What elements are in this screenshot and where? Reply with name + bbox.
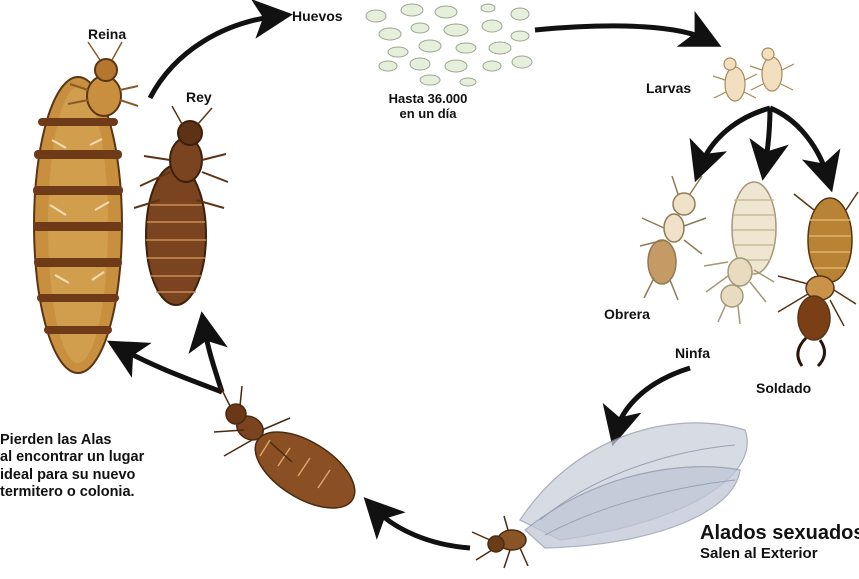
- pierden-line-1: Pierden las Alas: [0, 432, 112, 448]
- alados-line-2: Salen al Exterior: [700, 545, 818, 562]
- label-reina: Reina: [88, 26, 127, 42]
- arrow-queen-to-eggs: [147, 0, 293, 100]
- arrow-alates-to-dealate: [363, 497, 471, 551]
- label-rey: Rey: [186, 89, 212, 105]
- huevos-note-line-2: en un día: [399, 105, 457, 121]
- dealate-termite-illustration: [213, 385, 356, 509]
- arrow-larvae-to-nymph: [749, 107, 789, 181]
- alados-line-1: Alados sexuados: [700, 522, 859, 544]
- arrow-dealate-to-king: [188, 311, 228, 393]
- label-huevos-note: Hasta 36.000 en un día: [376, 91, 480, 122]
- worker-termite-illustration: [639, 175, 707, 301]
- eggs-cluster: [365, 3, 533, 87]
- queen-termite-illustration: [33, 41, 139, 374]
- label-larvas: Larvas: [646, 80, 692, 96]
- label-pierden-alas: Pierden las Alas al encontrar un lugar i…: [0, 432, 215, 502]
- larvae-illustration: [712, 47, 795, 102]
- label-soldado: Soldado: [756, 380, 812, 396]
- label-huevos: Huevos: [292, 8, 343, 24]
- arrow-larvae-to-soldier: [769, 105, 841, 193]
- king-termite-illustration: [133, 105, 229, 306]
- arrow-nymph-to-alates: [602, 365, 691, 447]
- soldier-termite-illustration: [777, 191, 859, 368]
- label-alados: Alados sexuados Salen al Exterior: [700, 522, 859, 562]
- label-obrera: Obrera: [604, 306, 650, 322]
- winged-alate-illustration: [471, 422, 748, 569]
- huevos-note-line-1: Hasta 36.000: [388, 91, 468, 106]
- pierden-line-3: ideal para su nuevo: [0, 466, 136, 483]
- arrow-larvae-to-worker: [689, 105, 771, 183]
- arrow-eggs-to-larvae: [534, 10, 722, 47]
- nymph-termite-illustration: [703, 181, 777, 325]
- pierden-line-4: termitero o colonia.: [0, 484, 135, 501]
- label-ninfa: Ninfa: [675, 345, 710, 361]
- pierden-line-2: al encontrar un lugar: [0, 449, 145, 466]
- arrow-dealate-to-queen: [106, 340, 223, 395]
